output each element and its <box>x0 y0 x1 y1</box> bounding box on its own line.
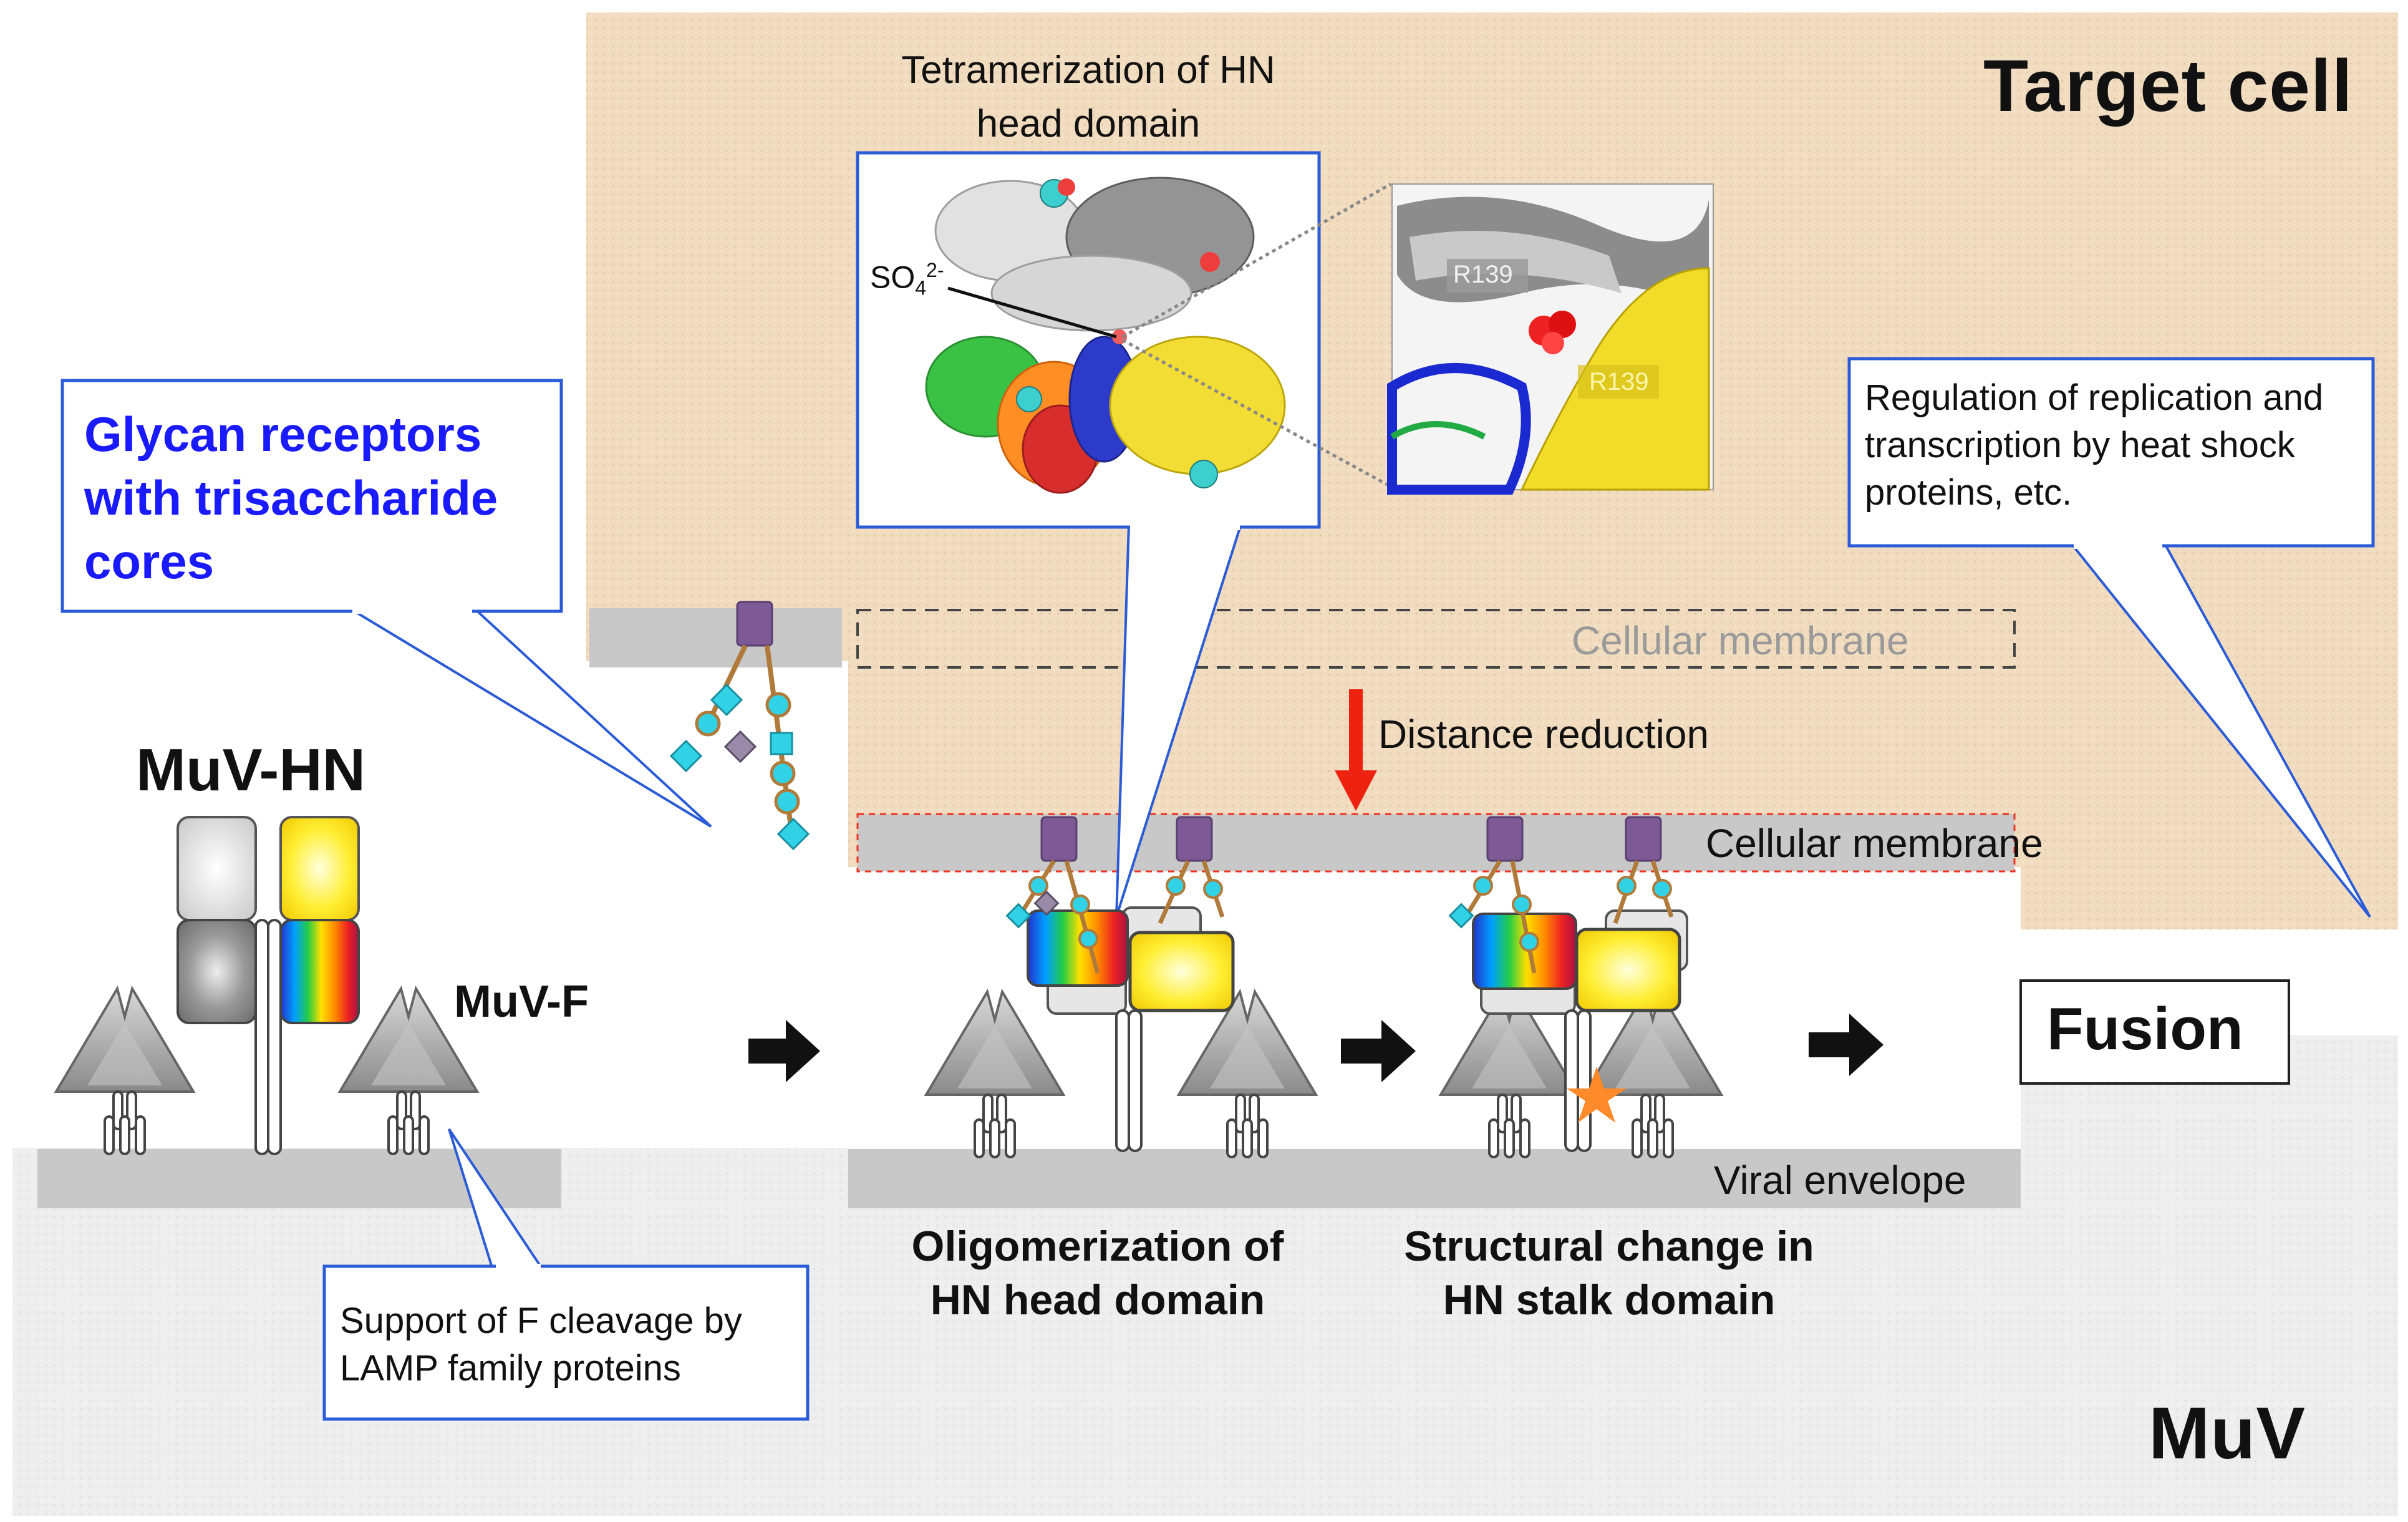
glycan-callout-box <box>60 379 712 828</box>
viral-envelope-label: Viral envelope <box>1714 1158 1966 1203</box>
cellular-membrane-lower-label: Cellular membrane <box>1706 821 2043 866</box>
glycan-callout-text: Glycan receptors with trisaccharide core… <box>84 407 498 589</box>
fusion-box <box>2019 979 2290 1085</box>
hn-stalk <box>254 919 269 1155</box>
muv-label: MuV <box>2149 1392 2306 1475</box>
cellular-membrane-upper-label: Cellular membrane <box>1572 618 1909 663</box>
left-receptor-glycans <box>669 601 810 851</box>
support-callout-text: Support of F cleavage by LAMP family pro… <box>340 1301 742 1389</box>
r139-label-a: R139 <box>1453 261 1513 288</box>
muv-hn-label: MuV-HN <box>136 737 365 803</box>
step2-proteins <box>1439 816 1723 1158</box>
step1-caption: Oligomerization of HN head domain <box>911 1223 1284 1324</box>
step0-proteins <box>55 816 478 1155</box>
target-cell-label: Target cell <box>1983 45 2353 127</box>
r139-zoom-inset <box>1387 183 1714 495</box>
r139-label-b: R139 <box>1589 368 1649 395</box>
tetramerization-callout-box <box>856 151 1392 918</box>
fusion-label: Fusion <box>2047 996 2243 1062</box>
sulfate-label: SO42- <box>870 259 944 299</box>
distance-reduction-arrow <box>1335 689 1377 811</box>
hn-tetramer-structure <box>925 177 1286 494</box>
viral-envelope-right <box>848 1149 2021 1208</box>
step2-caption: Structural change in HN stalk domain <box>1404 1223 1814 1324</box>
hn-head-yellow <box>279 816 360 921</box>
hn-head-rainbow <box>279 919 360 1024</box>
hn-head-darkgray <box>176 919 257 1024</box>
muv-f-label: MuV-F <box>454 977 589 1027</box>
hn-head-lightgray <box>176 816 257 921</box>
flow-arrows <box>748 1014 1883 1082</box>
regulation-callout-box <box>1847 357 2375 918</box>
cleavage-star-icon <box>1567 1067 1627 1123</box>
sulfate-pointer-line <box>947 286 1117 339</box>
tetramerization-callout-text: Tetramerization of HN head domain <box>901 49 1275 145</box>
step1-proteins <box>925 816 1317 1158</box>
regulation-callout-text: Regulation of replication and transcript… <box>1865 377 2324 513</box>
left-cell-membrane <box>589 608 842 667</box>
distance-reduction-label: Distance reduction <box>1378 712 1709 757</box>
support-callout-box <box>322 1128 810 1421</box>
